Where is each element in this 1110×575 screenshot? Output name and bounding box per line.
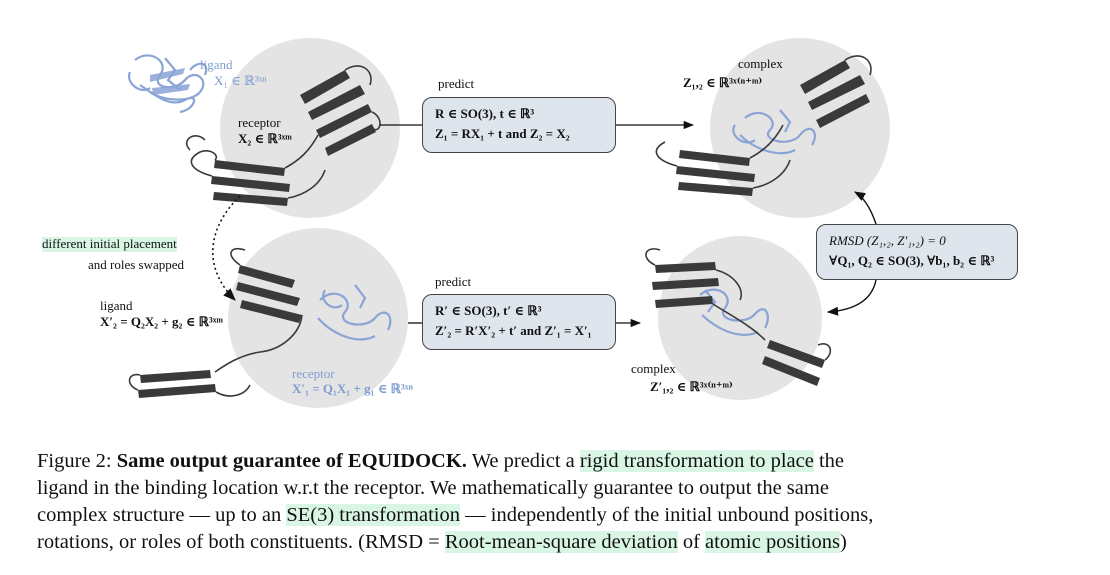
top-right-complex-math: Z₁,₂ ∈ ℝ³ˣ⁽ⁿ⁺ᵐ⁾: [683, 75, 763, 90]
top-predict-line2: Z₁ = RX₁ + t and Z₂ = X₂: [435, 126, 570, 142]
rmsd-line2: ∀Q₁, Q₂ ∈ SO(3), ∀b₁, b₂ ∈ ℝ³: [829, 253, 995, 269]
caption-line-1: Figure 2: Same output guarantee of EQUID…: [37, 448, 1077, 475]
top-predict-box: R ∈ SO(3), t ∈ ℝ³ Z₁ = RX₁ + t and Z₂ = …: [422, 97, 616, 153]
swap-note-line1: different initial placement: [42, 236, 177, 252]
bottom-left-receptor-label: receptor: [292, 366, 335, 381]
caption-text-5: rotations, or roles of both constituents…: [37, 531, 445, 553]
bottom-predict-line1: R′ ∈ SO(3), t′ ∈ ℝ³: [435, 303, 542, 318]
bottom-right-complex-blue: [699, 288, 769, 336]
bottom-right-complex-dark: [652, 262, 825, 386]
bottom-predict-title: predict: [435, 274, 472, 289]
rmsd-arrow-up: [854, 191, 877, 225]
caption-highlight-2: SE(3) transformation: [286, 504, 460, 526]
bottom-right-circle: [658, 236, 822, 400]
top-left-receptor-label: receptor: [238, 115, 281, 130]
caption-text-4: — independently of the initial unbound p…: [460, 504, 874, 526]
bottom-left-receptor-math: X′₁ = Q₁X₁ + g₁ ∈ ℝ³ˣⁿ: [292, 381, 414, 396]
caption-text-1: We predict a: [466, 450, 580, 472]
rmsd-arrow-down: [826, 279, 877, 316]
caption-text-3: complex structure — up to an: [37, 504, 287, 526]
top-left-receptor-loops: [185, 65, 381, 199]
top-left-ligand-sheets: [150, 68, 190, 95]
caption-line-2: ligand in the binding location w.r.t the…: [37, 477, 829, 499]
figure: ligand X₁ ∈ ℝ³ˣⁿ receptor X₂ ∈ ℝ³ˣᵐ pred…: [42, 38, 1018, 408]
caption-text-2: the: [813, 450, 845, 472]
rmsd-box: RMSD (Z₁,₂, Z′₁,₂) = 0 ∀Q₁, Q₂ ∈ SO(3), …: [816, 224, 1018, 280]
bottom-right-complex-label: complex: [631, 361, 676, 376]
top-right-complex-blue: [732, 109, 816, 155]
caption-text-7: ): [839, 531, 847, 553]
top-left-ligand-math: X₁ ∈ ℝ³ˣⁿ: [214, 73, 267, 88]
swap-note-line2: and roles swapped: [88, 257, 185, 272]
caption-highlight-4: atomic positions: [705, 531, 840, 553]
top-left-receptor-math: X₂ ∈ ℝ³ˣᵐ: [238, 131, 292, 146]
bottom-left-ligand-dark: [138, 265, 302, 398]
caption-bold-title: Same output guarantee of EQUIDOCK.: [116, 450, 467, 472]
bottom-left-ligand-loops: [128, 247, 303, 397]
top-left-ligand-structure: [127, 54, 208, 114]
top-predict-title: predict: [438, 76, 475, 91]
bottom-left-ligand-math: X′₂ = Q₂X₂ + g₂ ∈ ℝ³ˣᵐ: [100, 314, 223, 329]
bottom-predict-line2: Z′₂ = R′X′₂ + t′ and Z′₁ = X′₁: [435, 323, 592, 339]
bottom-right-complex-loops: [645, 248, 832, 361]
figure-caption: Figure 2: Same output guarantee of EQUID…: [37, 448, 1077, 556]
caption-highlight-3: Root-mean-square deviation: [444, 531, 678, 553]
bottom-predict-box: R′ ∈ SO(3), t′ ∈ ℝ³ Z′₂ = R′X′₂ + t′ and…: [422, 294, 616, 350]
caption-line-3: complex structure — up to an SE(3) trans…: [37, 502, 1077, 529]
top-right-complex-loops: [655, 55, 872, 189]
caption-highlight-1: rigid transformation to place: [579, 450, 814, 472]
top-left-ligand-label: ligand: [200, 57, 233, 72]
bottom-left-receptor-blue: [317, 284, 392, 341]
caption-prefix: Figure 2:: [37, 450, 117, 472]
figure-graphics: [127, 38, 890, 408]
caption-text-6: of: [677, 531, 706, 553]
top-right-complex-dark: [676, 60, 870, 196]
bottom-left-ligand-label: ligand: [100, 298, 133, 313]
caption-line-4: rotations, or roles of both constituents…: [37, 529, 1077, 556]
top-left-receptor-structure: [211, 70, 376, 206]
rmsd-line1: RMSD (Z₁,₂, Z′₁,₂) = 0: [829, 233, 946, 248]
top-predict-line1: R ∈ SO(3), t ∈ ℝ³: [435, 106, 535, 121]
bottom-right-complex-math: Z′₁,₂ ∈ ℝ³ˣ⁽ⁿ⁺ᵐ⁾: [650, 379, 733, 394]
top-right-complex-label: complex: [738, 56, 783, 71]
